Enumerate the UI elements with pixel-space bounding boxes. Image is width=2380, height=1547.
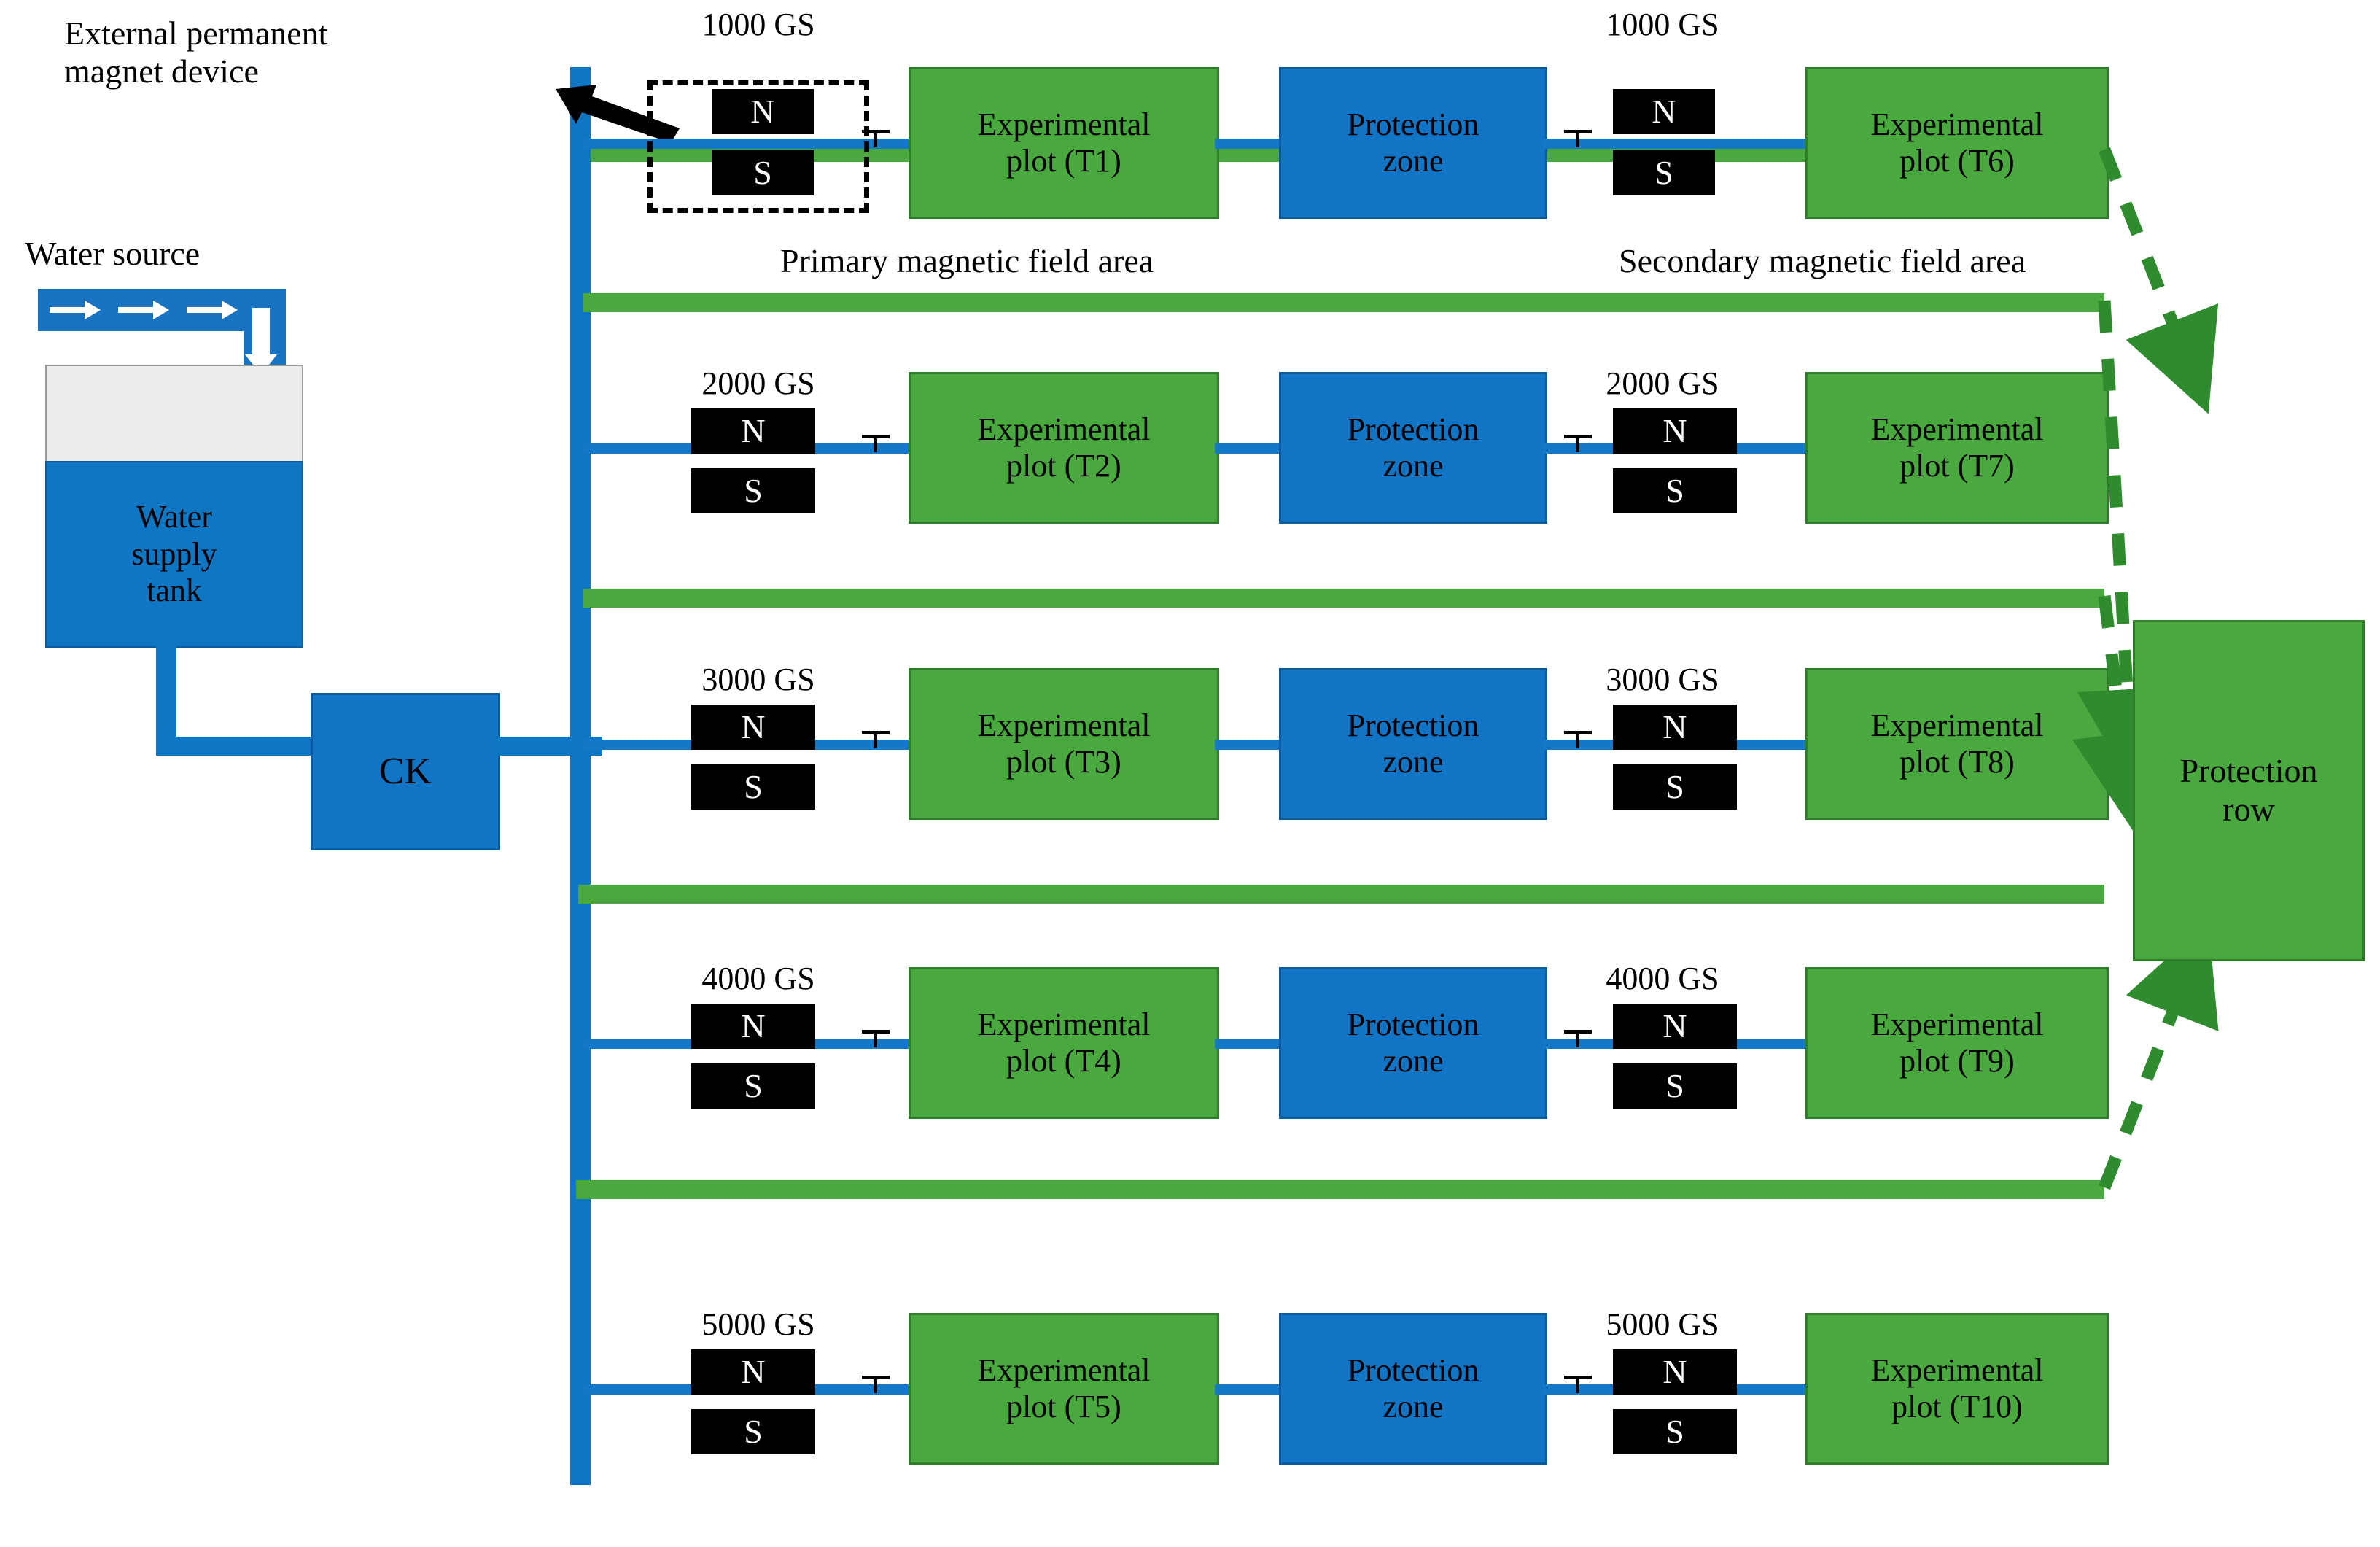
row-4-left-valve-tick-vertical xyxy=(874,1030,877,1047)
experimental-plot-t5: Experimental plot (T5) xyxy=(909,1313,1219,1465)
row-2-left-valve-tick-vertical xyxy=(874,435,877,452)
row-1-right-south-pole: S xyxy=(1613,150,1715,195)
field-separator-strip-4 xyxy=(578,885,2104,904)
experimental-plot-t6: Experimental plot (T6) xyxy=(1805,67,2109,219)
experimental-plot-t3: Experimental plot (T3) xyxy=(909,668,1219,820)
row-5-left-valve-tick-vertical xyxy=(874,1376,877,1393)
row-3-left-gs-label: 3000 GS xyxy=(701,662,815,697)
protection-zone-row-1: Protection zone xyxy=(1279,67,1547,219)
secondary-field-area-label: Secondary magnetic field area xyxy=(1619,242,2026,279)
row-2-left-north-pole: N xyxy=(691,408,815,454)
external-magnet-device-label: External permanent magnet device xyxy=(64,15,328,90)
row-5-right-north-pole: N xyxy=(1613,1349,1737,1395)
protection-zone-row-5: Protection zone xyxy=(1279,1313,1547,1465)
row-3-right-gs-label: 3000 GS xyxy=(1606,662,1719,697)
experimental-plot-t2: Experimental plot (T2) xyxy=(909,372,1219,524)
row-5-right-south-pole: S xyxy=(1613,1409,1737,1454)
water-source-label: Water source xyxy=(25,235,201,272)
row-4-left-north-pole: N xyxy=(691,1004,815,1049)
row-3-left-north-pole: N xyxy=(691,705,815,750)
ck-control-box: CK xyxy=(311,693,500,850)
row-5-right-valve-tick-vertical xyxy=(1576,1376,1579,1393)
row-2-left-south-pole: S xyxy=(691,468,815,513)
primary-field-area-label: Primary magnetic field area xyxy=(780,242,1154,279)
row-2-right-gs-label: 2000 GS xyxy=(1606,365,1719,401)
row-1-left-gs-label: 1000 GS xyxy=(701,7,815,42)
row-2-left-gs-label: 2000 GS xyxy=(701,365,815,401)
protection-zone-row-4: Protection zone xyxy=(1279,967,1547,1119)
row-4-right-gs-label: 4000 GS xyxy=(1606,961,1719,996)
row-5-left-south-pole: S xyxy=(691,1409,815,1454)
row-3-left-valve-tick-vertical xyxy=(874,731,877,748)
row-1-right-north-pole: N xyxy=(1613,89,1715,134)
protection-row-block: Protection row xyxy=(2133,620,2365,961)
protection-zone-row-2: Protection zone xyxy=(1279,372,1547,524)
field-separator-strip-5 xyxy=(576,1180,2104,1199)
row-1-supply-pipe xyxy=(583,139,909,149)
row-1-right-valve-tick-vertical xyxy=(1576,130,1579,147)
water-inflow-arrows-icon xyxy=(50,301,238,319)
row-1-left-south-pole: S xyxy=(712,150,814,195)
row-1-link-pipe-1 xyxy=(1215,139,1279,149)
experimental-plot-t10: Experimental plot (T10) xyxy=(1805,1313,2109,1465)
tank-outlet-pipe-vertical xyxy=(156,643,176,754)
row-5-left-gs-label: 5000 GS xyxy=(701,1306,815,1342)
row-3-right-north-pole: N xyxy=(1613,705,1737,750)
protection-zone-row-3: Protection zone xyxy=(1279,668,1547,820)
row-1-left-north-pole: N xyxy=(712,89,814,134)
experimental-plot-t1: Experimental plot (T1) xyxy=(909,67,1219,219)
field-separator-strip-3 xyxy=(583,589,2104,608)
row-4-right-north-pole: N xyxy=(1613,1004,1737,1049)
row-4-left-south-pole: S xyxy=(691,1063,815,1109)
experimental-plot-t9: Experimental plot (T9) xyxy=(1805,967,2109,1119)
row-1-left-valve-tick-vertical xyxy=(874,130,877,147)
row-1-right-gs-label: 1000 GS xyxy=(1606,7,1719,42)
row-4-right-south-pole: S xyxy=(1613,1063,1737,1109)
row-3-right-south-pole: S xyxy=(1613,764,1737,810)
tank-outlet-pipe-horizontal xyxy=(156,737,314,756)
row-3-left-south-pole: S xyxy=(691,764,815,810)
row-1-magnet-highlight-box xyxy=(648,80,869,213)
field-separator-strip-2 xyxy=(583,293,2104,312)
row-3-link-pipe-1 xyxy=(1215,740,1279,750)
row-2-right-south-pole: S xyxy=(1613,468,1737,513)
water-supply-tank: Water supply tank xyxy=(45,461,303,648)
row-2-right-valve-tick-vertical xyxy=(1576,435,1579,452)
row-2-link-pipe-1 xyxy=(1215,443,1279,454)
row-5-right-gs-label: 5000 GS xyxy=(1606,1306,1719,1342)
row-1-link-pipe-2 xyxy=(1543,139,1805,149)
row-5-left-north-pole: N xyxy=(691,1349,815,1395)
row-4-right-valve-tick-vertical xyxy=(1576,1030,1579,1047)
row-5-link-pipe-1 xyxy=(1215,1384,1279,1395)
experimental-plot-t7: Experimental plot (T7) xyxy=(1805,372,2109,524)
row-4-link-pipe-1 xyxy=(1215,1039,1279,1049)
row-4-left-gs-label: 4000 GS xyxy=(701,961,815,996)
row-3-right-valve-tick-vertical xyxy=(1576,731,1579,748)
row-2-right-north-pole: N xyxy=(1613,408,1737,454)
experimental-plot-t4: Experimental plot (T4) xyxy=(909,967,1219,1119)
